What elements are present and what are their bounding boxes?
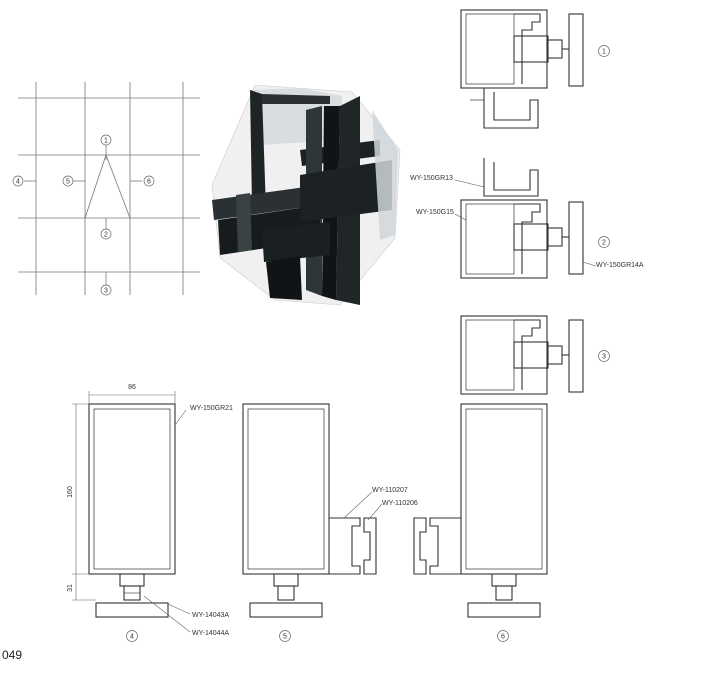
page-number: 049 — [2, 648, 23, 662]
grid-marker-1: 1 — [100, 134, 112, 146]
svg-text:2: 2 — [104, 232, 108, 239]
section-marker-5: 5 — [279, 630, 291, 642]
section-marker-2: 2 — [598, 236, 610, 248]
grid-marker-5: 5 — [62, 175, 74, 187]
svg-text:1: 1 — [104, 138, 108, 145]
section-4-profile — [88, 403, 176, 618]
svg-text:5: 5 — [283, 634, 287, 641]
grid-marker-6: 6 — [143, 175, 155, 187]
dimension-width: 86 — [128, 384, 136, 391]
part-label-110206: WY-110206 — [382, 500, 418, 507]
section-2-profile — [460, 158, 584, 279]
section-4-dimensions — [72, 391, 191, 633]
section-marker-1: 1 — [598, 45, 610, 57]
svg-text:6: 6 — [147, 179, 151, 186]
svg-text:3: 3 — [104, 288, 108, 295]
section-2-leaders — [454, 179, 597, 267]
section-3-profile — [460, 315, 584, 395]
part-label-150gr21: WY-150GR21 — [190, 405, 233, 412]
section-5-leaders — [343, 491, 383, 521]
elevation-grid — [18, 82, 200, 295]
dimension-base: 31 — [67, 584, 74, 592]
svg-text:2: 2 — [602, 240, 606, 247]
section-5-profile — [242, 403, 377, 618]
section-marker-4: 4 — [126, 630, 138, 642]
section-6-profile — [413, 403, 548, 618]
section-1-profile — [460, 9, 584, 129]
grid-marker-2: 2 — [100, 228, 112, 240]
svg-text:6: 6 — [501, 634, 505, 641]
part-label-150gr13: WY-150GR13 — [410, 175, 453, 182]
part-label-110207: WY-110207 — [372, 487, 408, 494]
part-label-150g15: WY-150G15 — [416, 209, 454, 216]
part-label-14043a: WY-14043A — [192, 612, 229, 619]
svg-text:4: 4 — [130, 634, 134, 641]
dimension-height: 160 — [67, 486, 74, 498]
frame-3d-render — [211, 84, 401, 306]
svg-text:4: 4 — [16, 179, 20, 186]
part-label-14044a: WY-14044A — [192, 630, 229, 637]
part-label-150gr14a: WY-150GR14A — [596, 262, 644, 269]
grid-marker-3: 3 — [100, 284, 112, 296]
svg-text:5: 5 — [66, 179, 70, 186]
section-marker-6: 6 — [497, 630, 509, 642]
svg-text:3: 3 — [602, 354, 606, 361]
grid-marker-4: 4 — [12, 175, 24, 187]
svg-text:1: 1 — [602, 49, 606, 56]
section-marker-3: 3 — [598, 350, 610, 362]
